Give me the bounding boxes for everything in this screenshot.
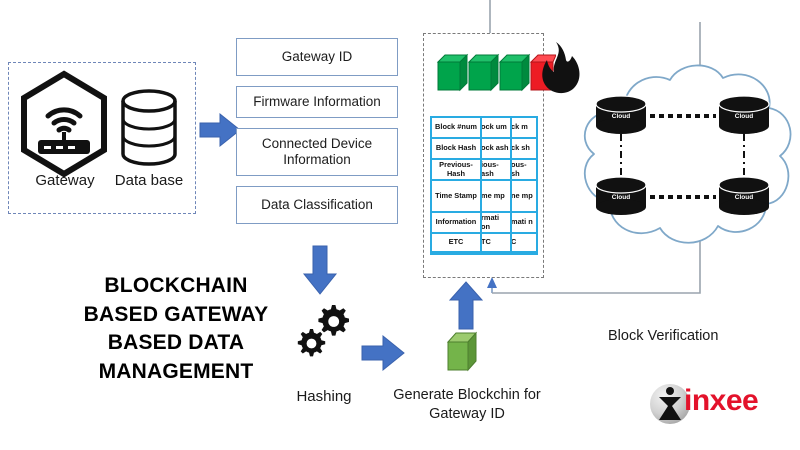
table-row-time-stamp: Time Stamp — [432, 181, 480, 211]
table-cell: ous- sh — [510, 160, 536, 179]
gateway-icon — [18, 70, 110, 178]
block-cube-valid-3 — [498, 53, 531, 92]
svg-text:Cloud: Cloud — [735, 113, 753, 120]
cloud-node-1: Cloud — [595, 95, 647, 134]
inxee-logo-mark — [650, 384, 690, 424]
table-row-etc: ETC — [432, 234, 480, 251]
attribute-box-firmware-information[interactable]: Firmware Information — [236, 86, 398, 118]
table-row-block-hash: Block Hash — [432, 139, 480, 158]
cloud-node-3: Cloud — [595, 176, 647, 215]
page-title-line-4: MANAGEMENT — [98, 359, 254, 383]
flame-icon — [534, 38, 586, 100]
attribute-box-label: Connected Device Information — [261, 136, 373, 167]
page-title-line-1: BLOCKCHAIN — [104, 274, 248, 297]
source-group-boundary — [8, 62, 196, 214]
gears-icon — [292, 302, 352, 364]
database-icon — [118, 88, 180, 170]
blockchain-attribute-table: ck m ck sh ous- sh ne mp mati n C ock um… — [430, 116, 538, 269]
arrow-right-to-attributes — [198, 108, 242, 152]
inxee-logo[interactable]: inxee — [648, 382, 788, 426]
hashing-label: Hashing — [296, 388, 352, 405]
table-cell: me mp — [480, 181, 510, 211]
table-cell: ne mp — [510, 181, 536, 211]
svg-text:Cloud: Cloud — [735, 194, 753, 201]
attribute-box-gateway-id[interactable]: Gateway ID — [236, 38, 398, 76]
page-title-line-2: BASED GATEWAY — [83, 302, 269, 326]
cloud-node-2: Cloud — [718, 95, 770, 134]
table-cell: ock um — [480, 118, 510, 137]
blockchain-table-column-1: Block #num Block Hash Previous-Hash Time… — [430, 116, 482, 255]
database-label: Data base — [114, 172, 184, 189]
block-cube-valid-2 — [467, 53, 500, 92]
generate-blockchain-label-line-2: Gateway ID — [429, 405, 505, 422]
gateway-label: Gateway — [35, 172, 95, 189]
table-row-previous-hash: Previous-Hash — [432, 160, 480, 179]
table-cell: ck sh — [510, 139, 536, 158]
generate-blockchain-label: Generate Blockchin for Gateway ID — [374, 386, 560, 424]
table-cell: TC — [480, 234, 510, 251]
cloud-network: Cloud Cloud Cloud — [566, 56, 800, 260]
svg-text:Cloud: Cloud — [612, 113, 630, 120]
attribute-box-connected-device-information[interactable]: Connected Device Information — [236, 128, 398, 176]
table-row-block-num: Block #num — [432, 118, 480, 137]
page-title: BLOCKCHAIN BASED GATEWAY BASED DATA MANA… — [60, 272, 292, 386]
attribute-box-label: Data Classification — [261, 197, 373, 213]
attribute-box-label: Firmware Information — [253, 94, 381, 110]
svg-text:Cloud: Cloud — [612, 194, 630, 201]
block-cube-valid-1 — [436, 53, 469, 92]
table-cell: ock ash — [480, 139, 510, 158]
arrow-down-to-hashing — [300, 244, 340, 296]
arrow-up-to-blockchain — [447, 281, 485, 331]
blockchain-table-column-3: ck m ck sh ous- sh ne mp mati n C — [508, 116, 538, 255]
generated-block-cube-icon — [446, 330, 484, 374]
table-cell: rmati on — [480, 213, 510, 232]
table-cell: ious- ash — [480, 160, 510, 179]
table-row-information: Information — [432, 213, 480, 232]
blockchain-table-column-2: ock um ock ash ious- ash me mp rmati on … — [478, 116, 512, 255]
table-cell: mati n — [510, 213, 536, 232]
table-cell: C — [510, 234, 536, 251]
table-cell: ck m — [510, 118, 536, 137]
inxee-logo-text: inxee — [684, 384, 759, 417]
block-verification-label: Block Verification — [608, 328, 719, 344]
generate-blockchain-label-line-1: Generate Blockchin for — [393, 387, 541, 403]
attribute-box-data-classification[interactable]: Data Classification — [236, 186, 398, 224]
page-title-line-3: BASED DATA — [107, 331, 245, 355]
cloud-node-4: Cloud — [718, 176, 770, 215]
arrow-right-to-generate — [360, 330, 406, 376]
attribute-box-label: Gateway ID — [281, 49, 353, 65]
blockchain-panel-boundary — [423, 33, 544, 278]
